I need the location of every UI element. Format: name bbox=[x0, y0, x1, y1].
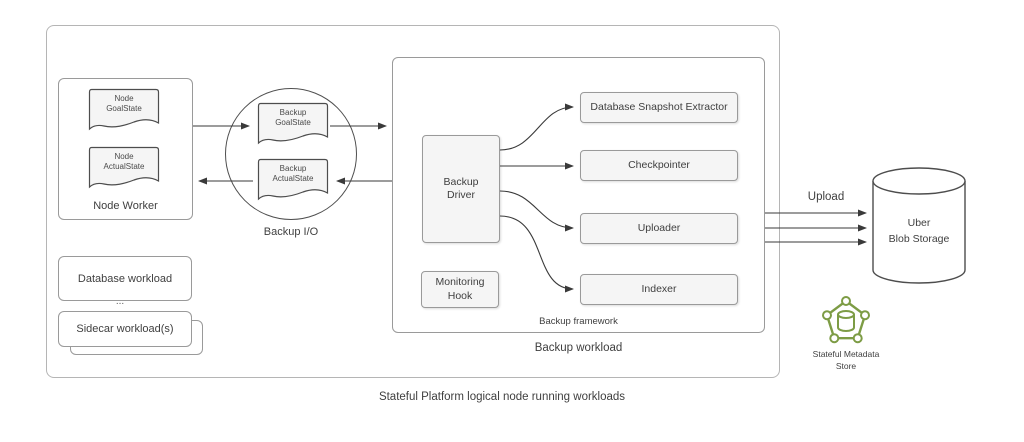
backup-workload-label: Backup workload bbox=[534, 342, 623, 354]
node-goalstate-text: Node GoalState bbox=[106, 94, 142, 114]
metadata-pentagon-icon bbox=[822, 296, 870, 344]
node-actualstate-text: Node ActualState bbox=[103, 152, 145, 172]
backup-goalstate-text: Backup GoalState bbox=[275, 108, 311, 128]
component-uploader: Uploader bbox=[580, 213, 738, 244]
backup-driver-label: Backup Driver bbox=[443, 175, 479, 201]
backup-framework-label: Backup framework bbox=[539, 316, 618, 327]
backup-driver-box: Backup Driver bbox=[422, 135, 500, 243]
component-label: Uploader bbox=[637, 221, 681, 234]
component-database-snapshot-extractor: Database Snapshot Extractor bbox=[580, 92, 738, 123]
node-goalstate-doc: Node GoalState bbox=[88, 88, 160, 134]
platform-node-box bbox=[46, 25, 780, 378]
stateful-metadata-store: Stateful Metadata Store bbox=[813, 294, 879, 371]
blob-storage-cylinder: Uber Blob Storage bbox=[871, 166, 967, 286]
metadata-store-label: Stateful Metadata Store bbox=[812, 349, 880, 371]
node-worker-label: Node Worker bbox=[93, 200, 158, 212]
component-label: Checkpointer bbox=[628, 158, 690, 171]
sidecar-workload-label: Sidecar workload(s) bbox=[76, 323, 174, 335]
backup-actualstate-doc: Backup ActualState bbox=[256, 158, 330, 204]
backup-io-label: Backup I/O bbox=[263, 226, 319, 238]
document-shape-icon bbox=[257, 102, 329, 145]
document-shape-icon bbox=[88, 146, 160, 189]
document-shape-icon bbox=[257, 158, 329, 201]
monitoring-hook-label: Monitoring Hook bbox=[435, 276, 485, 302]
sidecar-workload-box: Sidecar workload(s) bbox=[58, 311, 192, 347]
backup-actualstate-text: Backup ActualState bbox=[272, 164, 314, 184]
component-label: Indexer bbox=[641, 282, 677, 295]
backup-io-circle bbox=[225, 88, 357, 220]
node-actualstate-doc: Node ActualState bbox=[88, 146, 160, 192]
upload-label: Upload bbox=[807, 191, 845, 203]
component-indexer: Indexer bbox=[580, 274, 738, 305]
cylinder-icon bbox=[872, 167, 966, 284]
document-shape-icon bbox=[88, 88, 160, 131]
database-workload-box: Database workload bbox=[58, 256, 192, 301]
blob-storage-label: Uber Blob Storage bbox=[888, 217, 950, 245]
diagram-caption: Stateful Platform logical node running w… bbox=[378, 391, 626, 403]
database-workload-label: Database workload bbox=[77, 272, 173, 285]
workloads-ellipsis: ... bbox=[115, 296, 125, 307]
monitoring-hook-box: Monitoring Hook bbox=[421, 271, 499, 308]
component-label: Database Snapshot Extractor bbox=[590, 100, 728, 113]
component-checkpointer: Checkpointer bbox=[580, 150, 738, 181]
backup-goalstate-doc: Backup GoalState bbox=[256, 102, 330, 148]
